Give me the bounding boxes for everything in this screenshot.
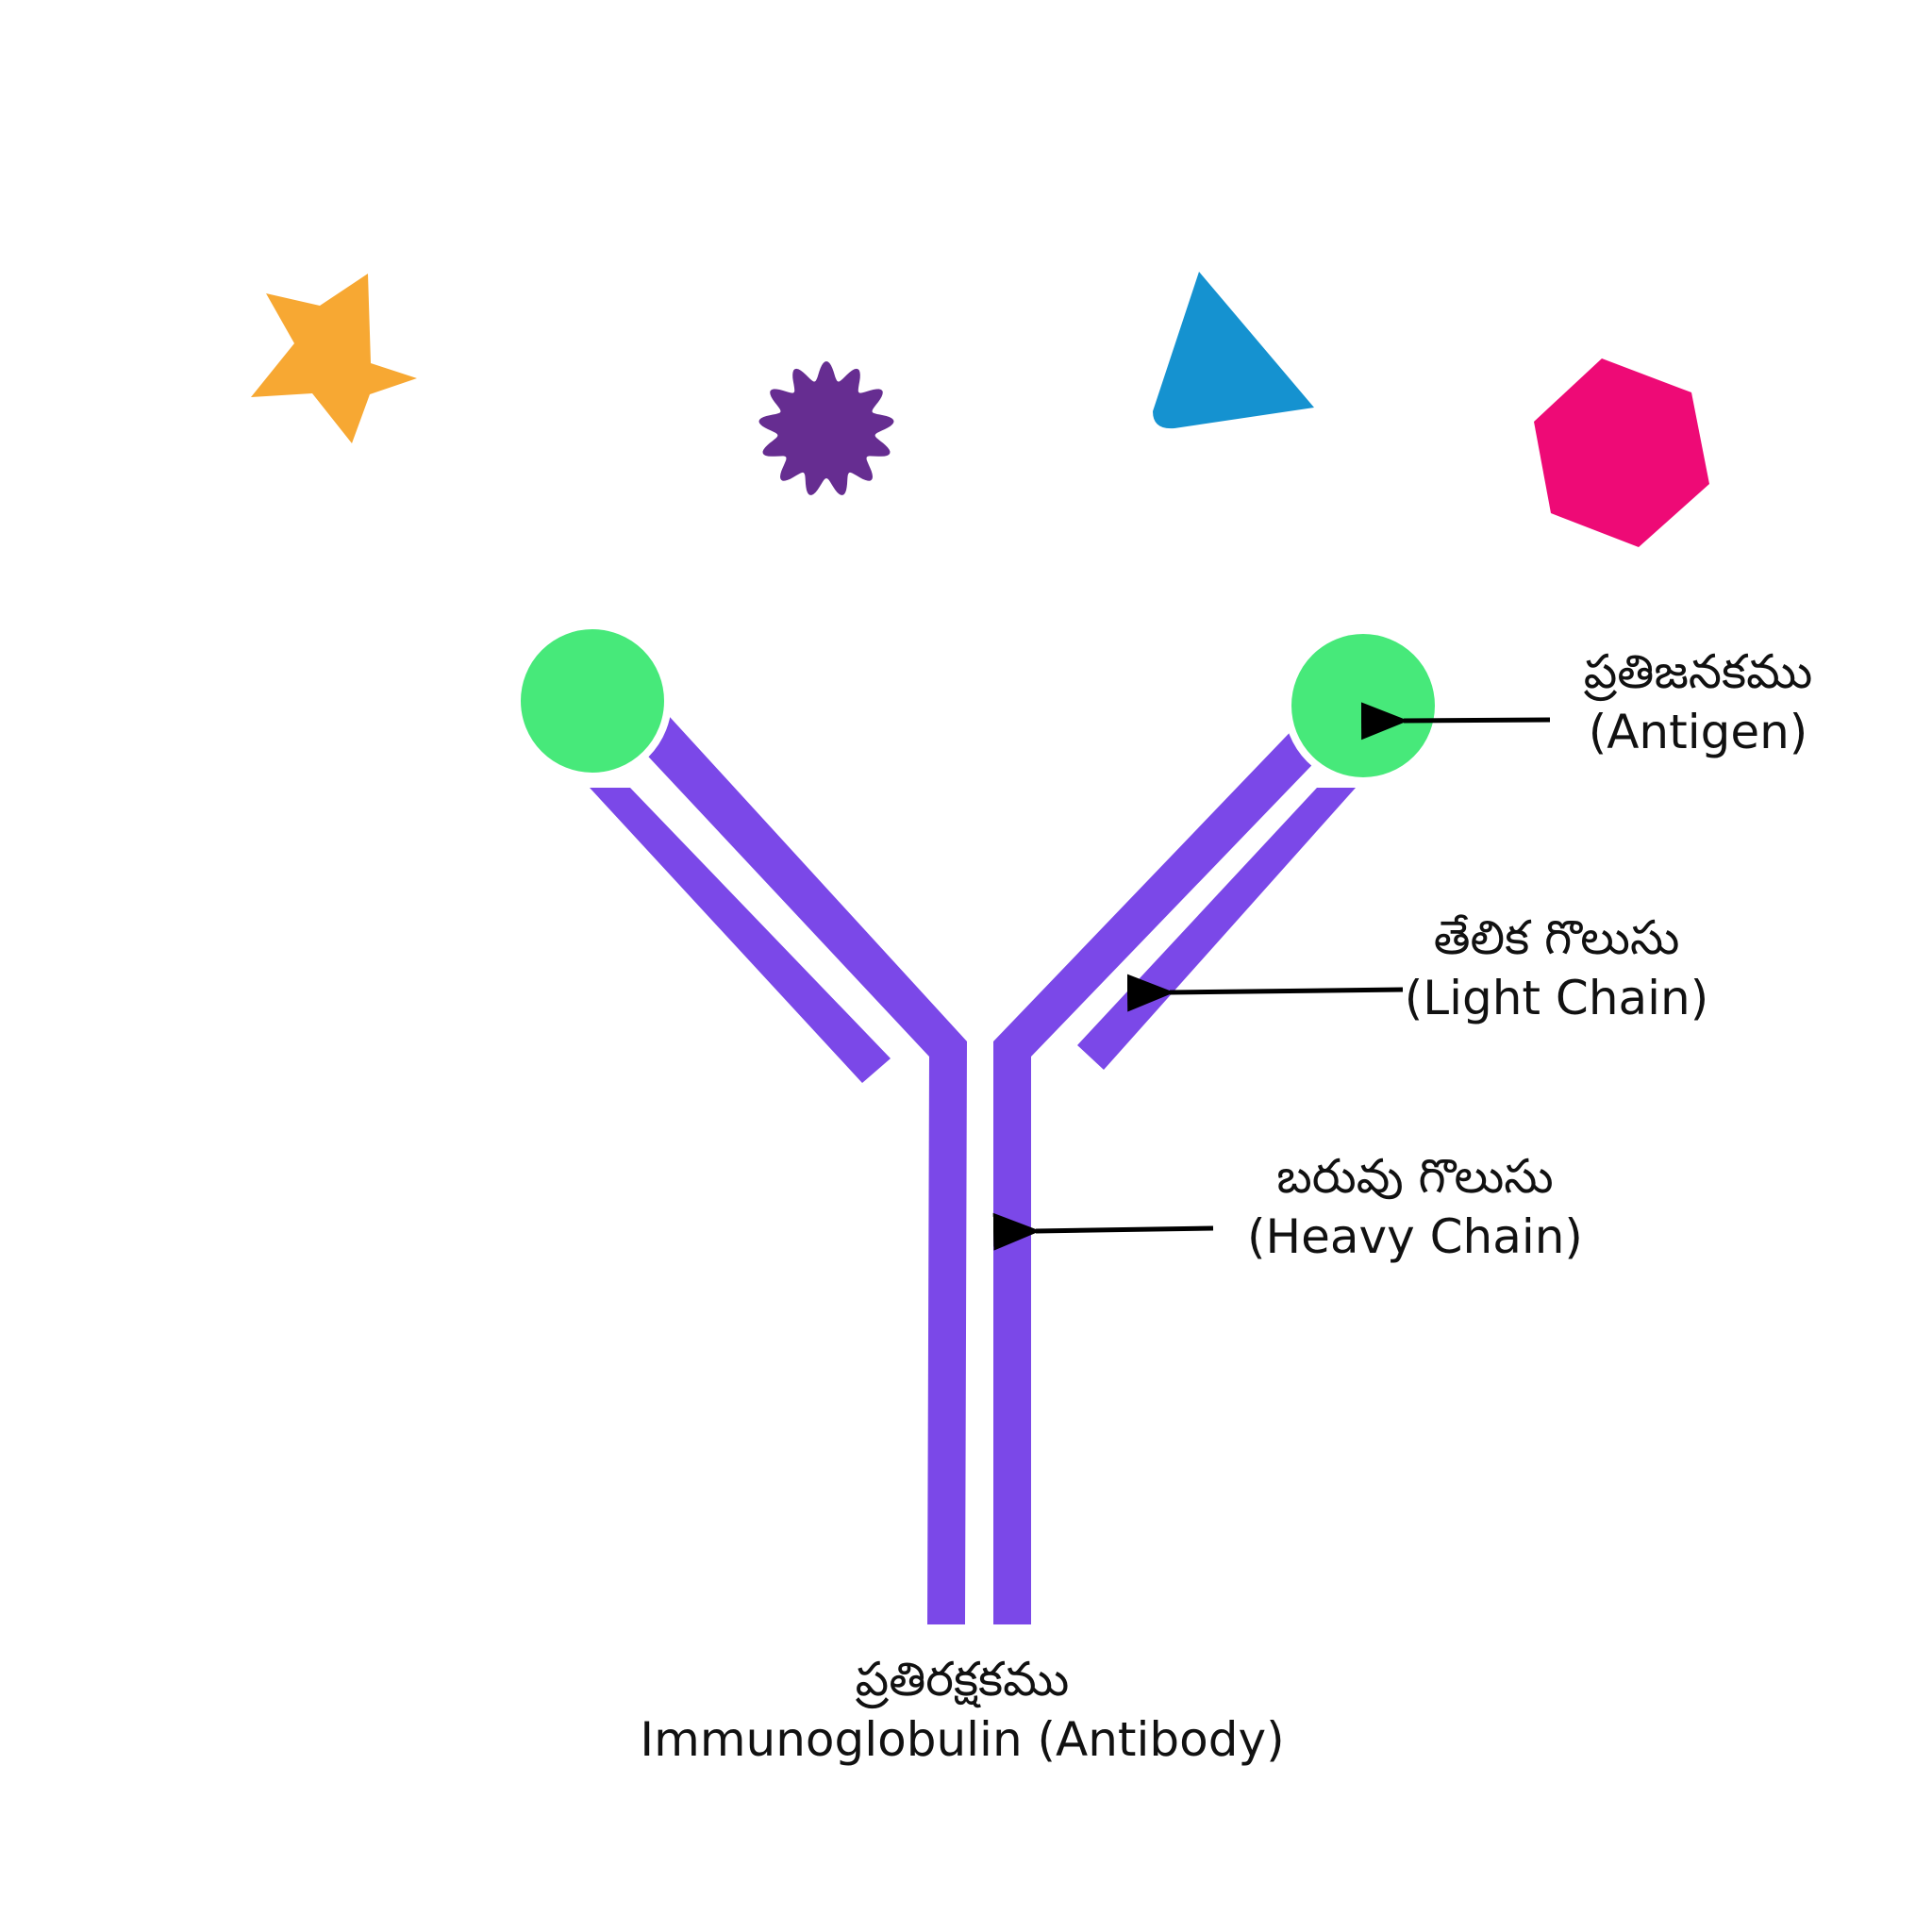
heavy-chain-label-telugu: బరువు గొలుసు — [1276, 1149, 1554, 1204]
antibody-label: ప్రతిరక్షకము Immunoglobulin (Antibody) — [585, 1649, 1340, 1770]
antigen-label: ప్రతిజనకము (Antigen) — [1538, 641, 1858, 762]
triangle-shape — [1153, 272, 1314, 429]
left-light-chain — [590, 788, 891, 1083]
hexagon-shape — [1534, 358, 1709, 547]
left-antigen-site — [513, 622, 672, 780]
antibody-label-english: Immunoglobulin (Antibody) — [640, 1712, 1285, 1767]
antigen-label-english: (Antigen) — [1588, 705, 1808, 759]
heavy-chain-arrow — [992, 1212, 1214, 1251]
left-heavy-chain — [638, 717, 967, 1624]
heavy-chain-label-english: (Heavy Chain) — [1247, 1209, 1583, 1264]
light-chain-label-telugu: తేలిక గొలుసు — [1433, 910, 1680, 965]
heavy-chain-label: బరువు గొలుసు (Heavy Chain) — [1217, 1146, 1613, 1267]
light-chain-label: తేలిక గొలుసు (Light Chain) — [1377, 908, 1736, 1028]
antigen-arrow — [1360, 702, 1551, 741]
right-antigen-site — [1284, 626, 1442, 785]
right-heavy-chain — [993, 717, 1331, 1624]
light-chain-arrow — [1126, 974, 1404, 1012]
light-chain-label-english: (Light Chain) — [1404, 971, 1709, 1025]
antibody-label-telugu: ప్రతిరక్షకము — [855, 1652, 1070, 1707]
spiky-ball-shape — [758, 361, 894, 495]
heavy-chains — [638, 717, 1331, 1624]
star-shape — [251, 274, 417, 443]
antigen-label-telugu: ప్రతిజనకము — [1583, 644, 1813, 699]
